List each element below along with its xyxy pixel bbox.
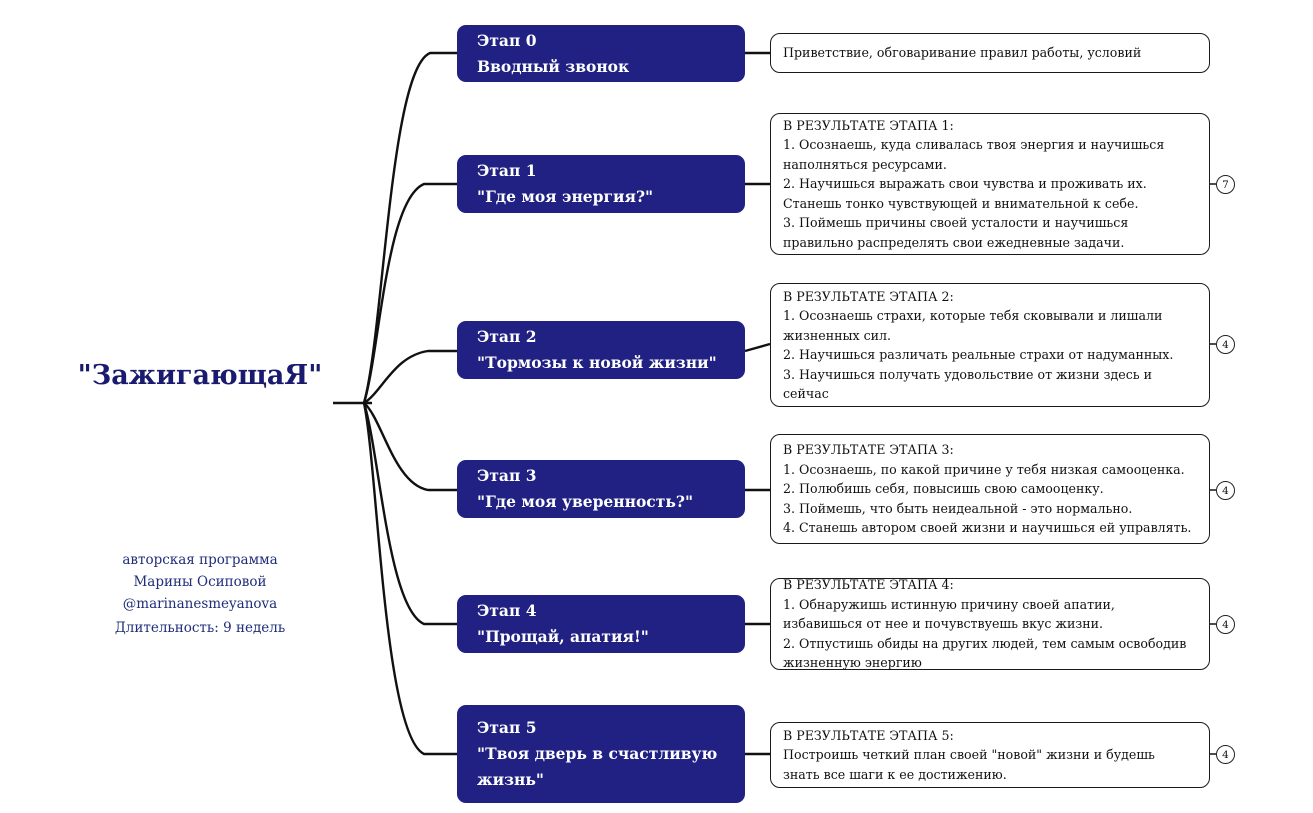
desc-line: Построишь четкий план своей "новой" жизн… (783, 747, 1155, 763)
stage-label-line: Этап 1 (477, 161, 537, 180)
desc-line: Приветствие, обговаривание правил работы… (783, 45, 1142, 61)
desc-line: В РЕЗУЛЬТАТЕ ЭТАПА 4: (783, 577, 954, 593)
stage-label-line: "Тормозы к новой жизни" (477, 353, 717, 372)
desc-line: сейчас (783, 386, 829, 401)
connector-root-stage-3 (362, 401, 459, 492)
desc-box-4[interactable]: В РЕЗУЛЬТАТЕ ЭТАПА 4: 1. Обнаружишь исти… (770, 577, 1210, 671)
connector-root-stage-2 (362, 349, 459, 405)
stage-label-line: Этап 4 (477, 601, 537, 620)
stage-box-4[interactable]: Этап 4 "Прощай, апатия!" (457, 595, 745, 653)
stage-box-3[interactable]: Этап 3 "Где моя уверенность?" (457, 460, 745, 518)
root-credit-line: @marinanesmeyanova (122, 596, 278, 612)
connector-root-stage-4 (362, 401, 459, 626)
stage-label-line: Этап 0 (477, 30, 537, 50)
stage-box-0[interactable]: Этап 0 Вводный звонок (457, 25, 745, 82)
root-credits: авторская программа Марины Осиповой @mar… (40, 549, 360, 615)
desc-line: жизненных сил. (783, 327, 892, 343)
desc-line: жизненную энергию (783, 655, 922, 671)
badge-count-5: 4 (1216, 745, 1235, 764)
desc-line: 1. Обнаружишь истинную причину своей апа… (783, 596, 1115, 612)
desc-line: В РЕЗУЛЬТАТЕ ЭТАПА 3: (783, 442, 954, 458)
stage-box-2[interactable]: Этап 2 "Тормозы к новой жизни" (457, 321, 745, 379)
desc-line: 1. Осознаешь страхи, которые тебя сковыв… (783, 308, 1163, 323)
desc-line: 3. Научишься получать удовольствие от жи… (783, 366, 1153, 382)
stage-box-1[interactable]: Этап 1 "Где моя энергия?" (457, 155, 745, 213)
stage-label-line: "Где моя уверенность?" (477, 492, 694, 511)
root-credit-line: авторская программа (122, 552, 278, 568)
connector-root-stage-1 (362, 182, 459, 405)
desc-line: правильно распределять свои ежедневные з… (783, 234, 1125, 250)
desc-line: 4. Станешь автором своей жизни и научишь… (783, 520, 1192, 536)
desc-line: 1. Осознаешь, куда сливалась твоя энерги… (783, 137, 1165, 153)
desc-line: 3. Поймешь причины своей усталости и нау… (783, 215, 1129, 231)
desc-box-2[interactable]: В РЕЗУЛЬТАТЕ ЭТАПА 2: 1. Осознаешь страх… (770, 283, 1210, 407)
stage-label-line: "Где моя энергия?" (477, 187, 654, 206)
desc-box-0[interactable]: Приветствие, обговаривание правил работы… (770, 33, 1210, 73)
connector-root-stage-5 (362, 401, 459, 756)
desc-box-1[interactable]: В РЕЗУЛЬТАТЕ ЭТАПА 1: 1. Осознаешь, куда… (770, 113, 1210, 255)
badge-count-1: 7 (1216, 175, 1235, 194)
desc-box-3[interactable]: В РЕЗУЛЬТАТЕ ЭТАПА 3: 1. Осознаешь, по к… (770, 434, 1210, 544)
desc-line: наполняться ресурсами. (783, 156, 947, 172)
desc-line: Станешь тонко чувствующей и внимательной… (783, 195, 1139, 211)
stage-box-5[interactable]: Этап 5 "Твоя дверь в счастливую жизнь" (457, 705, 745, 803)
root-title: "ЗажигающаЯ" (77, 360, 323, 391)
desc-line: избавишься от нее и почувствуешь вкус жи… (783, 616, 1104, 632)
connector-root-stage-0 (362, 51, 459, 405)
desc-line: 3. Поймешь, что быть неидеальной - это н… (783, 500, 1133, 516)
badge-count-3: 4 (1216, 481, 1235, 500)
desc-line: 2. Научишься выражать свои чувства и про… (783, 176, 1147, 192)
desc-line: 2. Научишься различать реальные страхи о… (783, 347, 1174, 362)
desc-box-5[interactable]: В РЕЗУЛЬТАТЕ ЭТАПА 5: Построишь четкий п… (770, 722, 1210, 788)
stage-label-line: "Твоя дверь в счастливую жизнь" (477, 744, 718, 789)
stage-label-line: "Прощай, апатия!" (477, 627, 649, 646)
connector-stage-2-desc (744, 342, 771, 353)
badge-count-2: 4 (1216, 335, 1235, 354)
badge-count-4: 4 (1216, 615, 1235, 634)
desc-line: 2. Отпустишь обиды на других людей, тем … (783, 635, 1187, 651)
desc-line: В РЕЗУЛЬТАТЕ ЭТАПА 5: (783, 727, 954, 743)
stage-label-line: Вводный звонок (477, 56, 630, 76)
desc-line: В РЕЗУЛЬТАТЕ ЭТАПА 2: (783, 288, 954, 304)
stage-label-line: Этап 5 (477, 718, 537, 737)
desc-line: знать все шаги к ее достижению. (783, 766, 1007, 782)
desc-line: 1. Осознаешь, по какой причине у тебя ни… (783, 461, 1185, 477)
desc-line: В РЕЗУЛЬТАТЕ ЭТАПА 1: (783, 117, 954, 133)
stage-label-line: Этап 3 (477, 466, 537, 485)
stage-label-line: Этап 2 (477, 327, 537, 346)
desc-line: 2. Полюбишь себя, повысишь свою самооцен… (783, 481, 1104, 497)
root-credit-line: Марины Осиповой (133, 574, 267, 590)
root-duration: Длительность: 9 недель (114, 620, 286, 636)
